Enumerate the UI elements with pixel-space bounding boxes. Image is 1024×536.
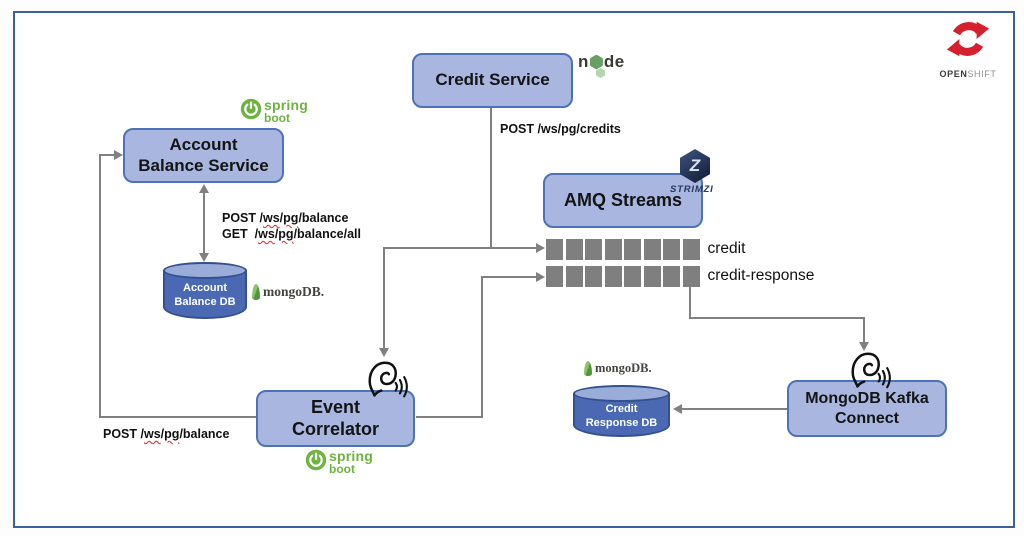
spring-word: spring [329, 448, 373, 464]
account-balance-service-label-2: Balance Service [138, 155, 269, 175]
partition-cell [604, 266, 622, 287]
spring-boot-logo-top: spring boot [240, 98, 308, 124]
partition-cell [585, 239, 602, 260]
spring-boot-logo-bottom: spring boot [305, 449, 373, 475]
account-balance-db-label: Account Balance DB [174, 282, 236, 309]
partition-cell [624, 266, 641, 287]
boot-word: boot [329, 462, 355, 476]
arrowhead-into-credit-topic [536, 243, 545, 253]
edge-to-credit-response-topic [481, 276, 537, 278]
credit-response-topic-partitions [546, 266, 700, 287]
strimzi-hexagon-icon: Z [680, 149, 710, 183]
mongodb-logo-credit-response: mongoDB. [584, 361, 652, 376]
openshift-logo: OPENSHIFT [938, 16, 998, 79]
credit-service-label: Credit Service [435, 70, 550, 90]
spring-boot-icon [240, 98, 262, 120]
strimzi-logo: Z STRIMZI [670, 149, 714, 195]
nodejs-logo: n de [578, 52, 638, 82]
event-correlator-label-2: Correlator [291, 418, 380, 439]
event-correlator-label-1: Event [310, 396, 361, 417]
kafka-topic-credit: credit [546, 239, 745, 260]
amq-streams-label: AMQ Streams [563, 189, 683, 210]
node-hexagon-icon [589, 54, 603, 70]
partition-cell [585, 266, 602, 287]
node-js-hexagon-icon [596, 68, 605, 78]
edge-correlator-to-abs-h2 [100, 154, 115, 156]
amq-streams-box: AMQ Streams [543, 173, 703, 228]
edge-credit-topic-to-correlator [383, 247, 385, 349]
partition-cell [682, 239, 700, 260]
label-post-credits: POST /ws/pg/credits [500, 122, 621, 136]
mongodb-logo-account: mongoDB. [252, 284, 324, 300]
node-word-left: n [578, 52, 589, 71]
label-get-balance-all: GET /ws/pg/balance/all [222, 227, 361, 241]
event-correlator-box: Event Correlator [256, 390, 415, 447]
account-balance-service-box: Account Balance Service [123, 128, 284, 183]
edge-correlator-out-v [481, 276, 483, 418]
credit-response-db-label: Credit Response DB [585, 403, 658, 430]
arrowhead-to-kafka-connect-ear [859, 342, 869, 351]
edge-topic-out-v2 [863, 317, 865, 344]
partition-cell [546, 239, 563, 260]
mongodb-leaf-icon [252, 284, 260, 300]
edge-correlator-to-abs-h [100, 416, 256, 418]
edge-correlator-out-h [416, 416, 483, 418]
credit-response-topic-label: credit-response [707, 267, 815, 285]
edge-correlator-to-abs-v [99, 154, 101, 418]
partition-cell [565, 266, 583, 287]
partition-cell [663, 239, 680, 260]
arrowhead-into-credit-response-db [673, 404, 682, 414]
boot-word: boot [264, 111, 290, 125]
node-word-right: de [603, 52, 625, 71]
edge-topic-out-h [689, 317, 865, 319]
partition-cell [546, 266, 563, 287]
listener-ear-icon-kafka-connect [851, 352, 891, 389]
openshift-arrows-icon [946, 21, 990, 57]
edge-topic-out-v1 [689, 287, 691, 319]
partition-cell [565, 239, 583, 260]
partition-cell [624, 239, 641, 260]
partition-cell [643, 239, 661, 260]
credit-response-db-cylinder: Credit Response DB [573, 385, 670, 437]
account-balance-service-label-1: Account [169, 134, 238, 154]
edge-kafka-connect-to-db [681, 408, 787, 410]
edge-credit-service-down [490, 108, 492, 248]
partition-cell [643, 266, 661, 287]
arrowhead-to-correlator-ear [379, 348, 389, 357]
arrowhead-down-balance-db [199, 253, 209, 262]
cylinder-top [163, 262, 247, 279]
strimzi-word: STRIMZI [670, 184, 714, 195]
cylinder-top [573, 385, 670, 402]
mongodb-word: mongoDB. [595, 361, 652, 375]
credit-topic-partitions [546, 239, 700, 260]
mongodb-kafka-connect-label-2: Connect [835, 409, 899, 427]
mongodb-word: mongoDB. [263, 284, 325, 299]
mongodb-kafka-connect-box: MongoDB Kafka Connect [787, 380, 947, 437]
partition-cell [663, 266, 680, 287]
arrowhead-into-credit-response-topic [536, 272, 545, 282]
label-post-balance-left: POST /ws/pg/balance [103, 427, 230, 441]
partition-cell [682, 266, 700, 287]
arrowhead-up-balance-service [199, 184, 209, 193]
edge-service-db-double [203, 188, 205, 256]
openshift-word: OPENSHIFT [939, 69, 997, 79]
spring-word: spring [264, 97, 308, 113]
account-balance-db-cylinder: Account Balance DB [163, 262, 247, 319]
label-post-balance: POST /ws/pg/balance [222, 211, 349, 225]
mongodb-kafka-connect-label-1: MongoDB Kafka [805, 389, 929, 407]
partition-cell [604, 239, 622, 260]
credit-service-box: Credit Service [412, 53, 573, 108]
edge-to-credit-topic [384, 247, 537, 249]
kafka-topic-credit-response: credit-response [546, 266, 814, 287]
mongodb-leaf-icon [584, 361, 592, 376]
listener-ear-icon-event-correlator [368, 361, 408, 398]
spring-boot-icon [305, 449, 327, 471]
credit-topic-label: credit [707, 240, 746, 258]
arrowhead-into-balance-service [114, 150, 123, 160]
